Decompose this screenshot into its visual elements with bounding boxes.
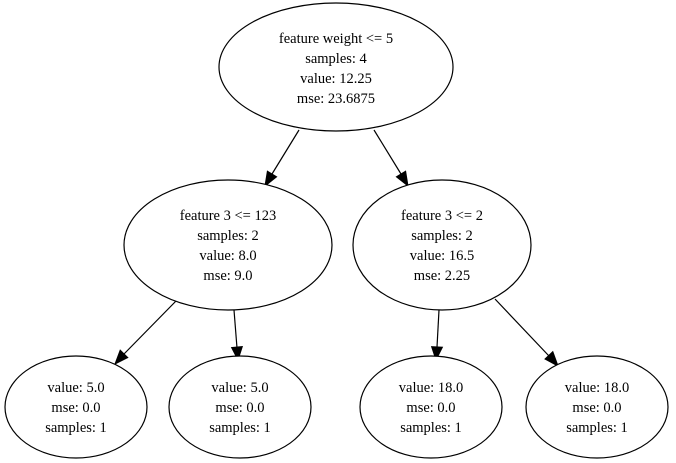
leaf-rl-line-1: mse: 0.0 bbox=[406, 400, 455, 416]
node-right-line-3: mse: 2.25 bbox=[414, 268, 470, 284]
node-root-line-2: value: 12.25 bbox=[300, 71, 372, 87]
leaf-lr-line-1: mse: 0.0 bbox=[215, 400, 264, 416]
tree-leaf-ll: value: 5.0 mse: 0.0 samples: 1 bbox=[4, 355, 148, 459]
leaf-ll-line-1: mse: 0.0 bbox=[51, 400, 100, 416]
edges bbox=[114, 129, 559, 368]
node-left-line-0: feature 3 <= 123 bbox=[180, 208, 276, 224]
node-right-line-2: value: 16.5 bbox=[410, 248, 474, 264]
tree-leaf-lr: value: 5.0 mse: 0.0 samples: 1 bbox=[168, 355, 312, 459]
edge-right-rr bbox=[494, 298, 559, 368]
node-root-line-1: samples: 4 bbox=[305, 51, 367, 67]
tree-node-right: feature 3 <= 2 samples: 2 value: 16.5 ms… bbox=[352, 179, 532, 311]
leaf-ll-line-2: samples: 1 bbox=[45, 420, 107, 436]
node-root-line-3: mse: 23.6875 bbox=[297, 91, 375, 107]
leaf-ll-line-0: value: 5.0 bbox=[47, 380, 104, 396]
edge-root-left bbox=[264, 129, 300, 188]
tree-node-root: feature weight <= 5 samples: 4 value: 12… bbox=[218, 2, 454, 132]
node-left-line-3: mse: 9.0 bbox=[203, 268, 252, 284]
leaf-rl-line-0: value: 18.0 bbox=[399, 380, 463, 396]
tree-leaf-rr: value: 18.0 mse: 0.0 samples: 1 bbox=[525, 355, 669, 459]
leaf-rr-line-2: samples: 1 bbox=[566, 420, 628, 436]
node-right-line-1: samples: 2 bbox=[411, 228, 473, 244]
tree-node-left: feature 3 <= 123 samples: 2 value: 8.0 m… bbox=[123, 179, 333, 311]
node-left-line-2: value: 8.0 bbox=[199, 248, 256, 264]
edge-left-ll bbox=[114, 300, 177, 366]
leaf-lr-line-0: value: 5.0 bbox=[211, 380, 268, 396]
leaf-rr-line-1: mse: 0.0 bbox=[572, 400, 621, 416]
leaf-rl-line-2: samples: 1 bbox=[400, 420, 462, 436]
leaf-rr-line-0: value: 18.0 bbox=[565, 380, 629, 396]
node-root-line-0: feature weight <= 5 bbox=[279, 31, 393, 47]
node-right-line-0: feature 3 <= 2 bbox=[401, 208, 483, 224]
tree-leaf-rl: value: 18.0 mse: 0.0 samples: 1 bbox=[359, 355, 503, 459]
edge-root-right bbox=[373, 129, 409, 188]
leaf-lr-line-2: samples: 1 bbox=[209, 420, 271, 436]
node-left-line-1: samples: 2 bbox=[197, 228, 259, 244]
edge-right-rl bbox=[430, 309, 444, 362]
edge-left-lr bbox=[230, 309, 244, 362]
